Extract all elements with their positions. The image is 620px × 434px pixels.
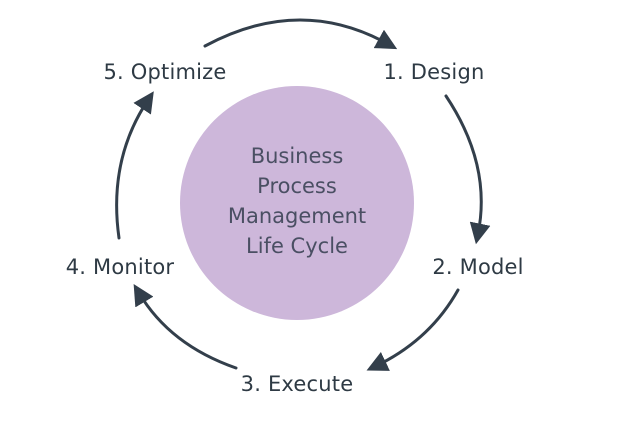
stage-label-monitor: 4. Monitor (66, 255, 175, 279)
center-line-2: Process (257, 174, 337, 198)
stage-label-optimize: 5. Optimize (103, 60, 226, 84)
center-line-1: Business (251, 144, 344, 168)
arrow-optimize-to-design (203, 18, 398, 50)
stage-label-design: 1. Design (383, 60, 484, 84)
arrow-monitor-to-optimize (115, 91, 154, 240)
stage-label-model: 2. Model (432, 255, 523, 279)
stage-label-execute: 3. Execute (241, 372, 354, 396)
arrow-execute-to-monitor (133, 283, 238, 370)
center-line-3: Management (228, 204, 366, 228)
arrow-design-to-model (444, 94, 491, 245)
center-circle (180, 86, 414, 320)
arrow-model-to-execute (366, 288, 460, 371)
center-line-4: Life Cycle (246, 234, 348, 258)
